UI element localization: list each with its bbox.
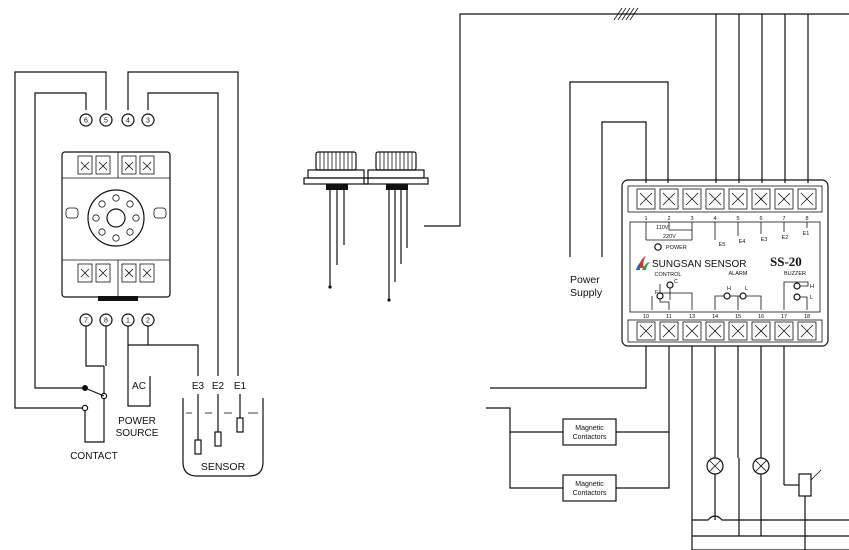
contactor-2-line2: Contactors xyxy=(573,490,607,497)
terminal-18: 18 xyxy=(804,314,810,320)
terminal-13: 13 xyxy=(689,314,695,320)
top-pin-4: 4 xyxy=(126,118,130,125)
contactor-1-line2: Contactors xyxy=(573,434,607,441)
terminal-16: 16 xyxy=(758,314,764,320)
terminal-17: 17 xyxy=(781,314,787,320)
ss20-controller: 1 2 3 4 5 6 7 8 110V 220V POWER xyxy=(621,179,829,347)
alarm-h: H xyxy=(727,286,731,292)
terminal-5: 5 xyxy=(736,216,739,222)
electrode-holders xyxy=(303,7,849,302)
electrode-e1-label: E1 xyxy=(234,381,247,392)
voltage-220-label: 220V xyxy=(663,234,676,240)
power-supply-label-2: Supply xyxy=(570,287,603,299)
control-f: F xyxy=(655,290,659,296)
sensor-label: SENSOR xyxy=(201,461,246,473)
terminal-6: 6 xyxy=(759,216,762,222)
panel-e1: E1 xyxy=(803,231,810,237)
buzzer-icon xyxy=(783,469,822,550)
electrode-e2-label: E2 xyxy=(212,381,225,392)
control-c: C xyxy=(674,279,678,285)
control-label: CONTROL xyxy=(655,272,682,278)
terminal-4: 4 xyxy=(713,216,716,222)
top-pin-3: 3 xyxy=(146,118,150,125)
alarm-l: L xyxy=(745,286,748,292)
ss20-wiring: Power Supply xyxy=(569,14,809,299)
top-pin-6: 6 xyxy=(84,118,88,125)
bottom-pin-1: 1 xyxy=(126,318,130,325)
terminal-1: 1 xyxy=(644,216,647,222)
terminal-2: 2 xyxy=(667,216,670,222)
panel-e3: E3 xyxy=(761,237,768,243)
brand-name: SUNGSAN SENSOR xyxy=(652,259,746,270)
ac-label: AC xyxy=(132,381,146,392)
alarm-lamp-1-icon xyxy=(706,457,724,475)
alarm-lamp-2-icon xyxy=(752,457,770,475)
power-supply-label-1: Power xyxy=(570,274,600,286)
terminal-14: 14 xyxy=(712,314,718,320)
power-source-label-1: POWER xyxy=(118,416,156,427)
bottom-terminals: 10 11 13 14 15 16 17 18 xyxy=(627,314,823,343)
load-wiring: Magnetic Contactors Magnetic Contactors xyxy=(486,346,849,550)
panel-e4: E4 xyxy=(739,239,746,245)
power-led xyxy=(654,243,662,251)
relay-diagram: 6 5 4 3 xyxy=(14,71,264,477)
terminal-3: 3 xyxy=(690,216,693,222)
power-source-label-2: SOURCE xyxy=(116,428,159,439)
contact-label: CONTACT xyxy=(70,451,118,462)
control-contacts: C F xyxy=(651,279,693,310)
terminal-10: 10 xyxy=(643,314,649,320)
bottom-pin-circles: 7 8 1 2 xyxy=(79,313,155,327)
electrode-holder-1 xyxy=(303,151,369,289)
terminal-7: 7 xyxy=(782,216,785,222)
buzzer-h: H xyxy=(810,284,814,290)
magnetic-contactor-2: Magnetic Contactors xyxy=(562,474,617,502)
model-name: SS-20 xyxy=(770,254,802,269)
contactor-1-line1: Magnetic xyxy=(575,425,604,432)
terminal-15: 15 xyxy=(735,314,741,320)
bottom-pin-7: 7 xyxy=(84,318,88,325)
panel-e5: E5 xyxy=(719,242,726,248)
terminal-8: 8 xyxy=(805,216,808,222)
buzzer-l: L xyxy=(810,295,813,301)
top-pin-5: 5 xyxy=(104,118,108,125)
power-led-label: POWER xyxy=(666,245,687,251)
buzzer-label: BUZZER xyxy=(784,271,806,277)
terminal-11: 11 xyxy=(666,314,672,320)
bottom-pin-2: 2 xyxy=(146,318,150,325)
alarm-contacts: H L xyxy=(714,286,762,310)
bottom-pin-8: 8 xyxy=(104,318,108,325)
sensor-tank: SENSOR xyxy=(182,394,264,477)
electrode-holder-2 xyxy=(363,151,429,302)
top-terminals: 1 2 3 4 5 6 7 8 xyxy=(627,185,823,222)
panel-e2: E2 xyxy=(782,235,789,241)
buzzer-contacts: H L xyxy=(783,281,814,310)
alarm-label: ALARM xyxy=(729,271,748,277)
voltage-110-label: 110V xyxy=(656,225,669,231)
cable-hatch xyxy=(613,7,639,21)
top-pin-circles: 6 5 4 3 xyxy=(79,113,155,127)
sungsan-logo-icon xyxy=(636,256,650,270)
contactor-2-line1: Magnetic xyxy=(575,481,604,488)
voltage-selector: 110V 220V xyxy=(645,222,693,241)
magnetic-contactor-1: Magnetic Contactors xyxy=(562,418,617,446)
electrode-e3-label: E3 xyxy=(192,381,205,392)
relay-socket xyxy=(61,151,171,301)
